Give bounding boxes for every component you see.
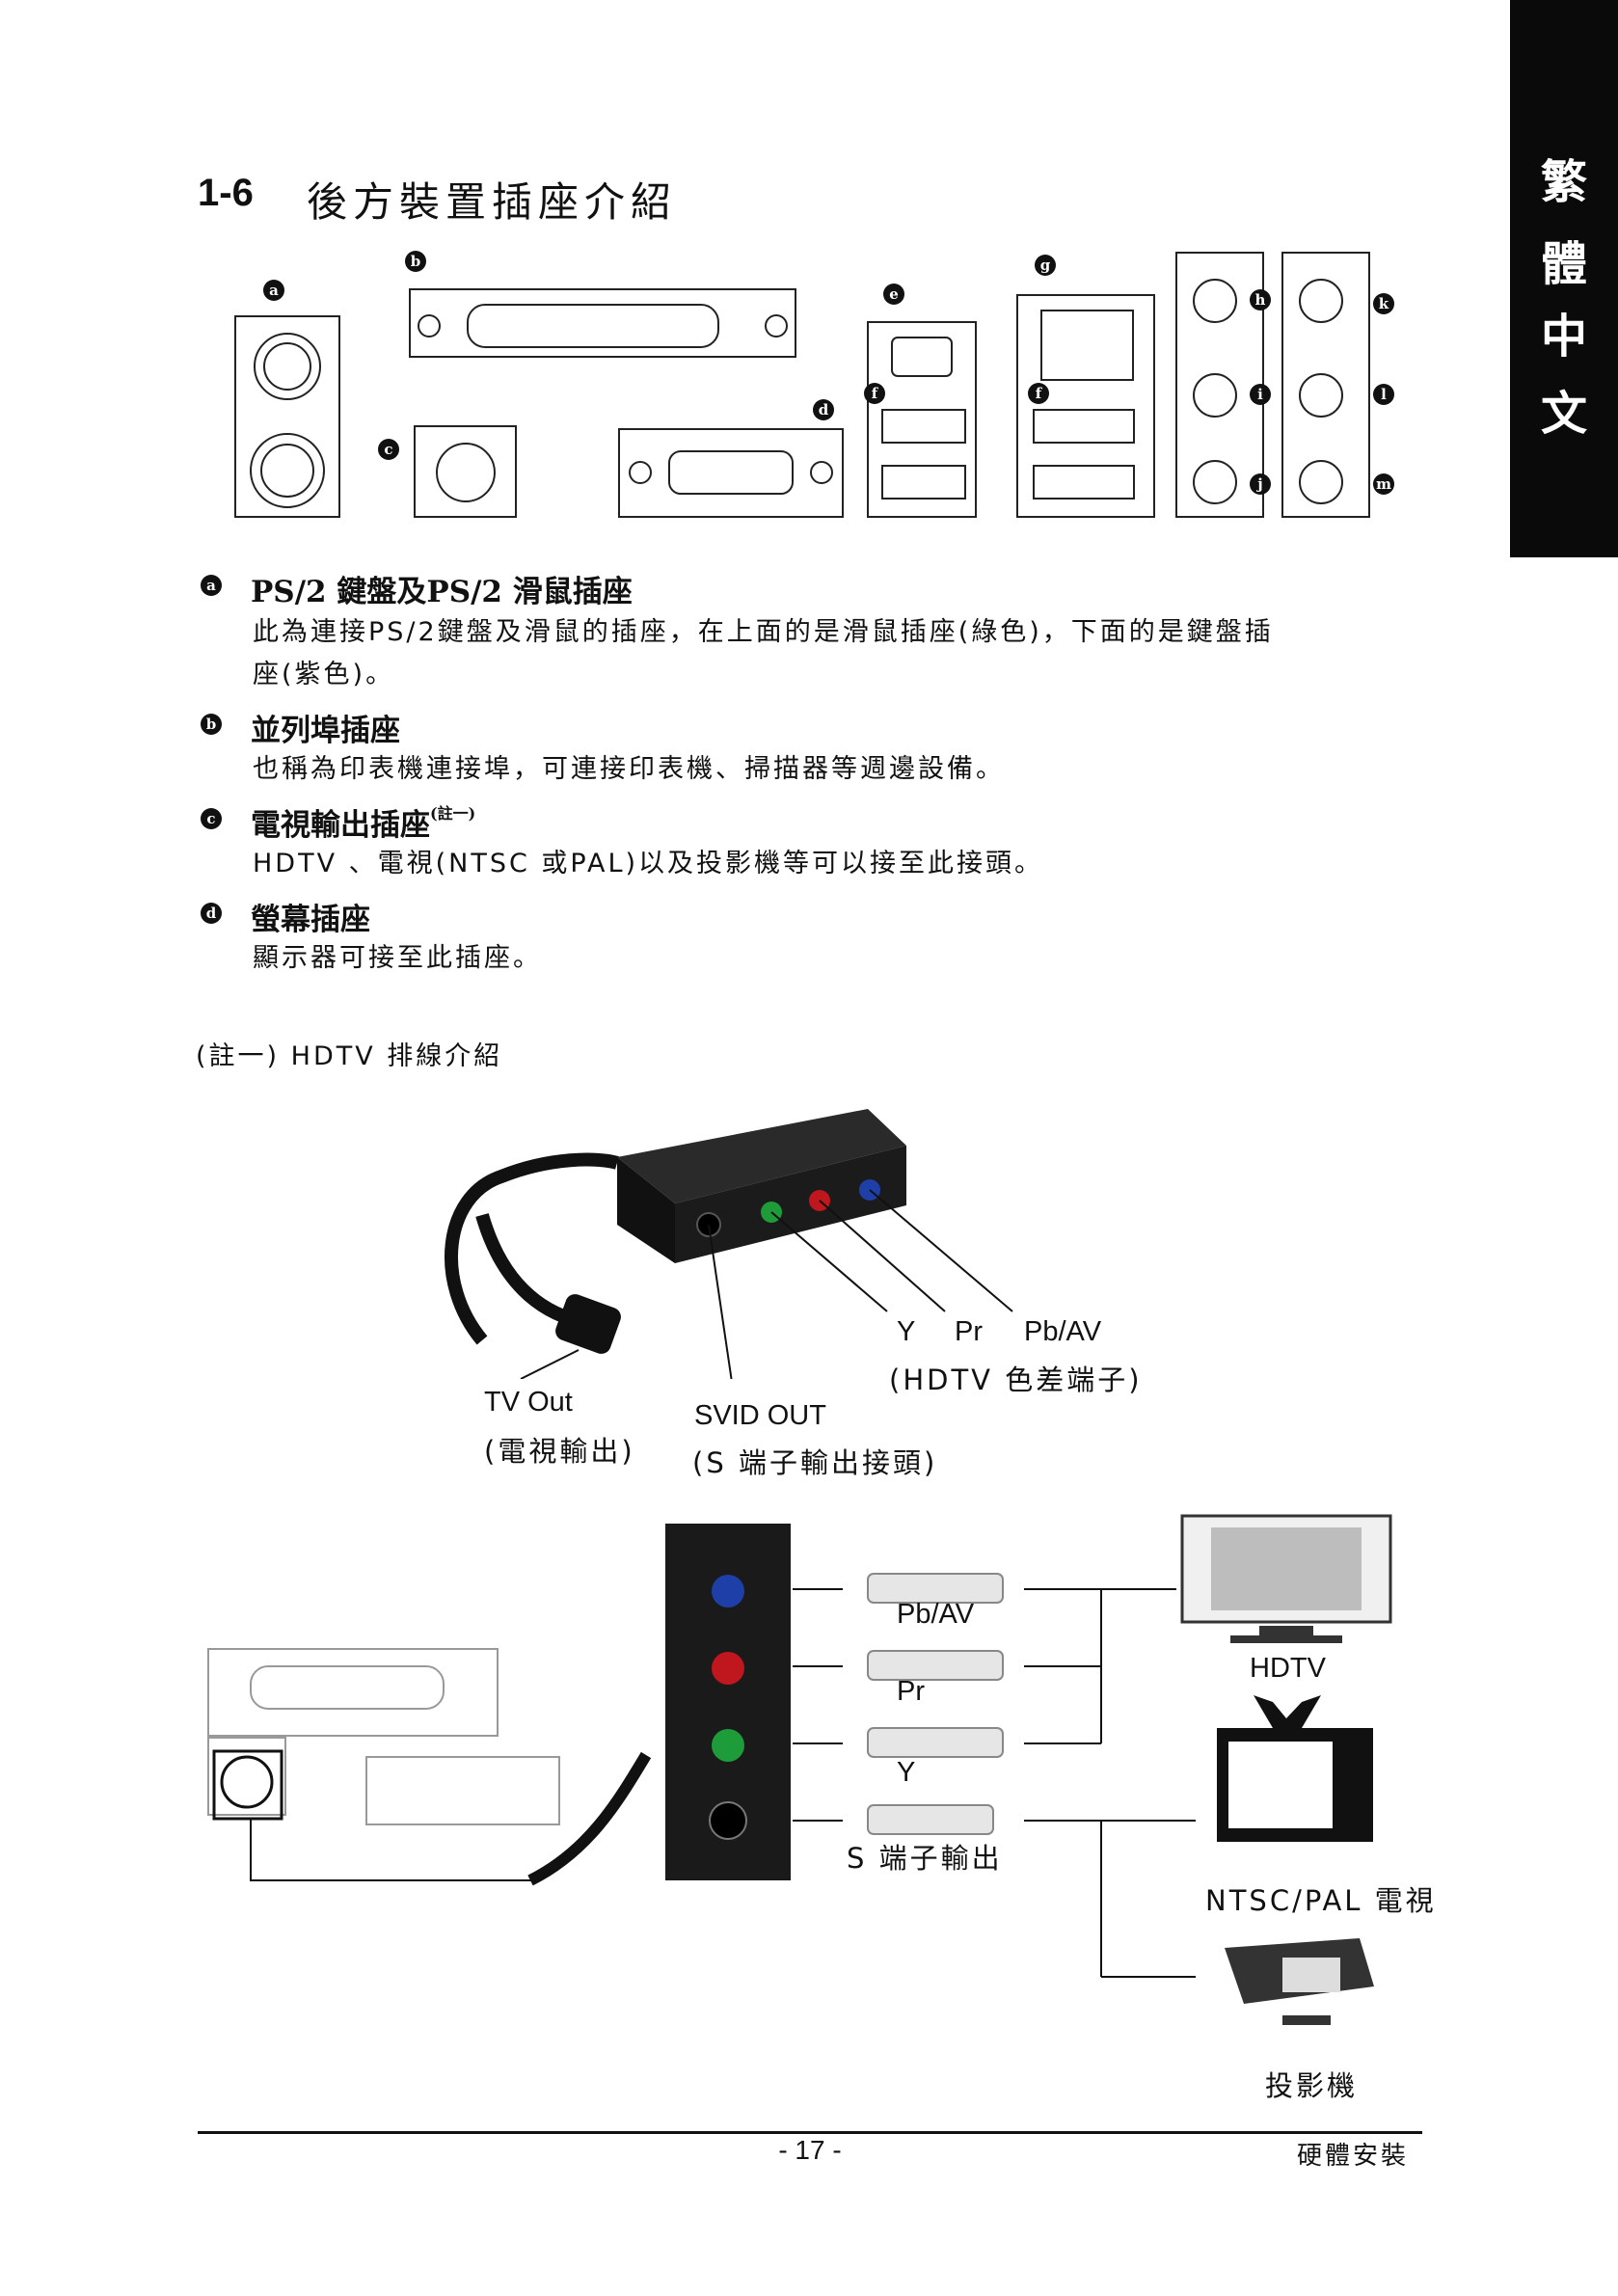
footer-chapter: 硬體安裝 xyxy=(1297,2142,1410,2171)
label-tvout-cn: (電視輸出) xyxy=(484,1435,635,1468)
callout-l: l xyxy=(1373,384,1394,405)
item-bullet-c: c xyxy=(201,808,222,829)
label-tvout: TV Out xyxy=(484,1387,573,1418)
callout-m: m xyxy=(1373,473,1394,495)
item-desc-vga: 顯示器可接至此插座。 xyxy=(253,943,542,973)
callout-f: f xyxy=(864,383,885,404)
side-tab-char: 中 xyxy=(1540,310,1587,364)
callout-j: j xyxy=(1250,473,1271,495)
label-svid-cn: (S 端子輸出接頭) xyxy=(692,1446,938,1479)
callout-k: k xyxy=(1373,293,1394,314)
rear-panel-diagram xyxy=(234,252,1370,518)
section-title: 後方裝置插座介紹 xyxy=(307,178,678,226)
callout-a: a xyxy=(263,280,284,301)
conn-label-projector: 投影機 xyxy=(1265,2069,1359,2102)
label-pr: Pr xyxy=(955,1316,983,1347)
parallel-port-block xyxy=(409,288,796,358)
label-svid: SVID OUT xyxy=(694,1400,826,1431)
footer-rule xyxy=(198,2131,1422,2134)
audio-jacks-right xyxy=(1281,252,1370,518)
callout-h: h xyxy=(1250,289,1271,311)
item-desc-ps2-line1: 此為連接PS/2鍵盤及滑鼠的插座，在上面的是滑鼠插座(綠色)，下面的是鍵盤插 xyxy=(253,617,1274,647)
conn-label-y: Y xyxy=(897,1757,916,1788)
lan-usb-block xyxy=(1016,294,1155,518)
callout-f2: f xyxy=(1028,383,1049,404)
item-desc-tvout: HDTV 、電視(NTSC 或PAL)以及投影機等可以接至此接頭。 xyxy=(253,849,1044,878)
item-bullet-a: a xyxy=(201,575,222,596)
label-pbav: Pb/AV xyxy=(1024,1316,1102,1347)
ieee1394-usb-block xyxy=(867,321,977,518)
item-title-tvout-text: 電視輸出插座 xyxy=(251,808,430,843)
item-title-tvout: 電視輸出插座(註一) xyxy=(251,800,475,844)
callout-b: b xyxy=(405,251,426,272)
item-bullet-d: d xyxy=(201,903,222,924)
vga-port-block xyxy=(618,428,844,518)
item-bullet-b: b xyxy=(201,714,222,735)
callout-c: c xyxy=(378,439,399,460)
callout-e: e xyxy=(883,284,904,305)
hdtv-cable-illustration xyxy=(444,1109,1013,1379)
language-side-tab: 繁 體 中 文 xyxy=(1510,0,1618,557)
conn-label-hdtv: HDTV xyxy=(1250,1653,1326,1684)
note-title: (註一) HDTV 排線介紹 xyxy=(196,1041,503,1071)
callout-d: d xyxy=(813,399,834,420)
item-desc-ps2-line2: 座(紫色)。 xyxy=(253,660,395,689)
item-desc-parallel: 也稱為印表機連接埠，可連接印表機、掃描器等週邊設備。 xyxy=(253,754,1005,784)
audio-jacks-left xyxy=(1175,252,1264,518)
label-y: Y xyxy=(897,1316,916,1347)
label-component: (HDTV 色差端子) xyxy=(889,1364,1143,1396)
item-title-parallel: 並列埠插座 xyxy=(251,714,400,748)
item-title-vga: 螢幕插座 xyxy=(251,903,370,937)
note-ref: (註一) xyxy=(430,804,476,823)
page-number: - 17 - xyxy=(778,2135,842,2165)
hdtv-connection-diagram xyxy=(207,1514,1392,2025)
tv-out-block xyxy=(414,425,517,518)
conn-label-pr: Pr xyxy=(897,1676,925,1707)
callout-i: i xyxy=(1250,384,1271,405)
conn-label-tv: NTSC/PAL 電視 xyxy=(1205,1884,1437,1917)
section-number: 1-6 xyxy=(198,172,254,214)
side-tab-char: 體 xyxy=(1540,237,1587,291)
conn-label-pbav: Pb/AV xyxy=(897,1599,975,1630)
conn-label-s: S 端子輸出 xyxy=(847,1842,1003,1875)
side-tab-char: 繁 xyxy=(1540,155,1587,209)
callout-g: g xyxy=(1035,255,1056,276)
ps2-port-block xyxy=(234,315,340,518)
item-title-ps2: PS/2 鍵盤及PS/2 滑鼠插座 xyxy=(251,575,633,609)
side-tab-char: 文 xyxy=(1540,387,1587,441)
